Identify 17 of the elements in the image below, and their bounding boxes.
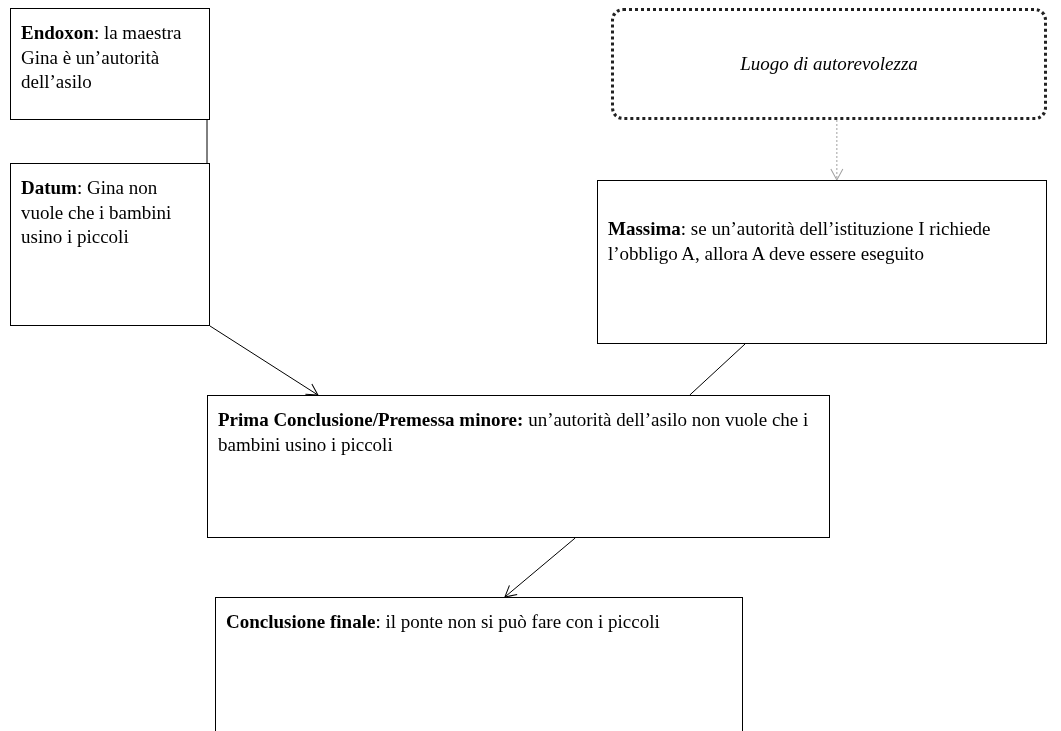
connector-line — [689, 343, 746, 396]
box-text: Conclusione finale: il ponte non si può fare con i piccoli — [226, 610, 661, 634]
arrow — [209, 325, 319, 396]
text-box — [207, 395, 830, 538]
arrow — [830, 119, 844, 181]
connector-line — [206, 119, 208, 164]
text-box — [597, 180, 1047, 344]
box-text: Prima Conclusione/Premessa minore: un’autorità dell’asilo non vuole che i bambini usino i piccoli — [218, 408, 810, 457]
text-box — [10, 8, 210, 120]
text-box — [10, 163, 210, 326]
box-text: Endoxon: la maestra Gina è un’autorità dell’asilo — [21, 21, 183, 95]
arrow — [504, 537, 576, 598]
box-text: Massima: se un’autorità dell’istituzione I richiede l’obbligo A, allora A deve essere eseguito — [608, 217, 992, 266]
box-text: Luogo di autorevolezza — [740, 51, 918, 76]
text-box — [215, 597, 743, 731]
box-text: Datum: Gina non vuole che i bambini usino i piccoli — [21, 176, 173, 250]
rounded-dotted-box — [611, 8, 1047, 120]
